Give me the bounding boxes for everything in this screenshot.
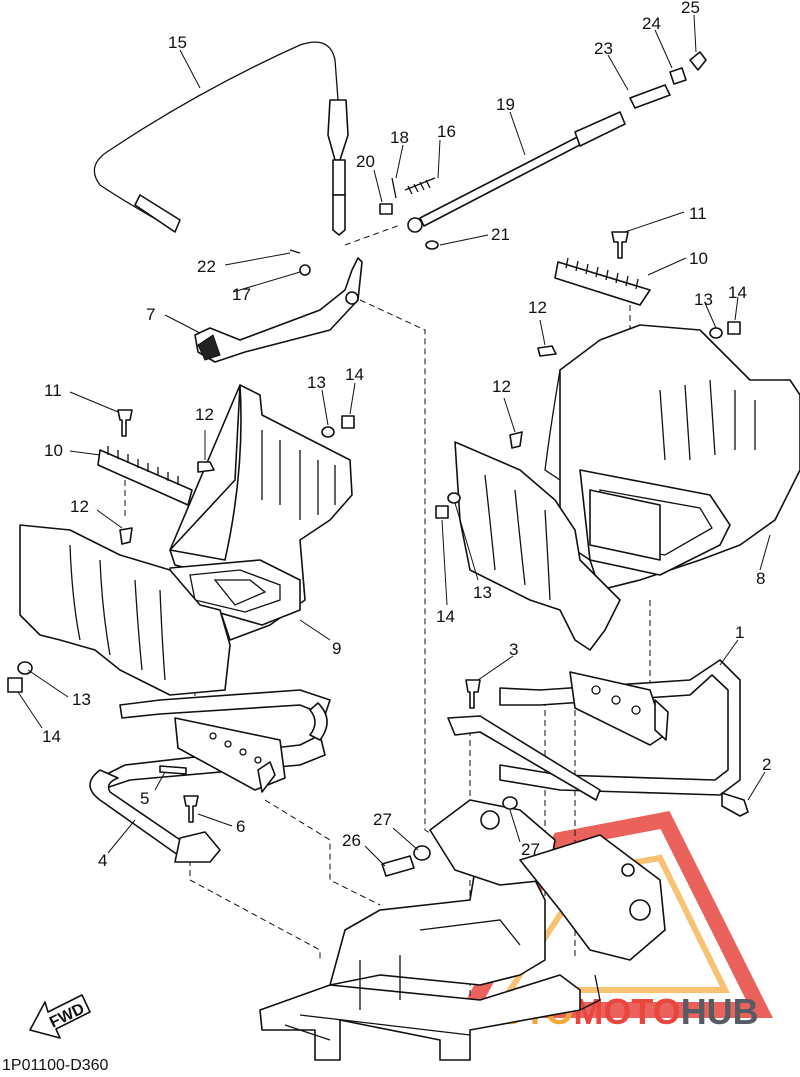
label-part-7: 7 [146,305,155,324]
label-part-10-right: 10 [689,249,708,268]
label-part-14-d: 14 [436,607,455,626]
label-part-11-right: 11 [689,204,707,223]
label-part-2: 2 [762,755,771,774]
label-part-15: 15 [168,33,187,52]
label-part-21: 21 [491,225,510,244]
label-part-13-c: 13 [694,290,713,309]
label-part-9: 9 [332,639,341,658]
right-side-panel [454,441,621,651]
label-part-5: 5 [140,789,149,808]
label-part-12-b: 12 [70,497,89,516]
leader-lines [17,14,771,867]
label-part-1: 1 [735,623,744,642]
label-part-13-b: 13 [72,690,91,709]
label-part-24: 24 [642,14,661,33]
vehicle-frame [259,799,666,1061]
part-8-right-footboard [544,324,800,591]
part-19-rod [407,111,626,233]
label-part-22: 22 [197,257,216,276]
label-part-12-a: 12 [195,405,214,424]
label-part-11-left: 11 [44,381,62,400]
label-part-13-d: 13 [473,583,492,602]
label-part-10-left: 10 [44,441,63,460]
part-10-right-pedal-pad [554,257,651,306]
label-part-6: 6 [236,817,245,836]
label-part-16: 16 [437,122,456,141]
label-part-14-a: 14 [345,365,364,384]
label-part-23: 23 [594,39,613,58]
part-4-left-footrest-bracket [89,689,331,863]
diagram-code: 1P01100-D360 [2,1057,109,1074]
label-part-3: 3 [509,640,518,659]
watermark-hub: HUB [681,991,759,1032]
part-number-labels: 1 2 3 4 5 6 7 8 9 10 10 11 11 12 12 12 1… [42,0,771,870]
small-fasteners [7,51,749,877]
part-9-left-footboard [169,384,353,641]
label-part-13-a: 13 [307,373,326,392]
label-part-27-b: 27 [521,840,540,859]
label-part-8: 8 [756,569,765,588]
label-part-18: 18 [390,128,409,147]
label-part-25: 25 [681,0,700,17]
forward-arrow: FWD [29,994,91,1039]
label-part-17: 17 [232,285,251,304]
label-part-27-a: 27 [373,810,392,829]
part-7-brake-pedal [194,257,363,363]
watermark-moto: MOTO [573,991,680,1032]
part-10-left-pedal-pad [97,446,193,506]
label-part-19: 19 [496,95,515,114]
label-part-20: 20 [356,152,375,171]
label-part-14-b: 14 [42,727,61,746]
label-part-12-d: 12 [492,377,511,396]
label-part-4: 4 [98,851,107,870]
part-1-right-footrest-bracket [447,659,741,801]
label-part-26: 26 [342,831,361,850]
left-side-panel [19,524,231,696]
label-part-12-c: 12 [528,298,547,317]
label-part-14-c: 14 [728,283,747,302]
part-15-cable [93,41,349,236]
